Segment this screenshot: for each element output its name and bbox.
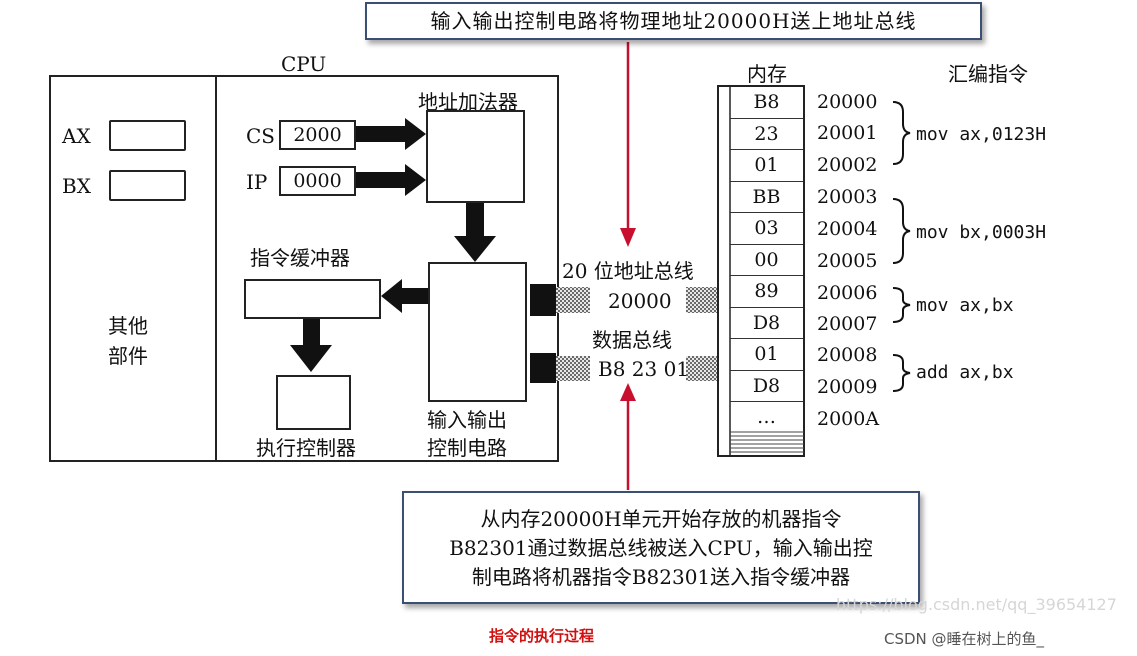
ip-value: 0000 [293, 170, 342, 192]
data-bus-label: 数据总线 [592, 328, 672, 352]
top-callout-text: 输入输出控制电路将物理地址20000H送上地址总线 [430, 9, 917, 33]
watermark-csdn: CSDN @睡在树上的鱼_ [884, 630, 1045, 648]
memory-title: 内存 [747, 62, 787, 86]
memory-cell: 00 [730, 245, 803, 276]
memory-cell: BB [730, 182, 803, 213]
memory-cell: 89 [730, 276, 803, 308]
data-bus-value: B8 23 01 [598, 357, 690, 381]
bottom-callout-line2: B82301通过数据总线被送入CPU，输入输出控 [449, 536, 873, 560]
bottom-callout-line3: 制电路将机器指令B82301送入指令缓冲器 [471, 565, 851, 589]
memory-cell: … [757, 406, 776, 428]
ip-arrow [355, 164, 426, 196]
bottom-callout-line1: 从内存20000H单元开始存放的机器指令 [480, 507, 842, 531]
address-adder-box [426, 110, 525, 203]
figure-caption: 指令的执行过程 [489, 627, 595, 645]
exec-controller-label: 执行控制器 [256, 436, 356, 460]
cs-value-box: 2000 [279, 120, 356, 150]
reg-bx-label: BX [62, 174, 91, 198]
memory-tail-lines [730, 431, 804, 453]
memory-address: 2000A [817, 408, 880, 430]
memory-address: 20006 [817, 282, 878, 304]
reg-ax-box [109, 120, 186, 151]
other-parts-line2: 部件 [108, 344, 148, 368]
cpu-title: CPU [281, 52, 327, 76]
memory-cell: D8 [730, 308, 803, 339]
memory-address: 20005 [817, 250, 878, 272]
other-parts-line1: 其他 [108, 314, 148, 338]
cs-value: 2000 [293, 124, 342, 146]
cs-arrow [355, 118, 426, 150]
io-circuit-box [428, 262, 527, 402]
asm-instruction: mov ax,bx [916, 295, 1014, 316]
asm-instruction: mov ax,0123H [916, 124, 1047, 145]
data-bus-stub [530, 353, 556, 383]
memory-cell: 01 [730, 339, 803, 371]
memory-cell: 01 [730, 150, 803, 182]
top-callout: 输入输出控制电路将物理地址20000H送上地址总线 [365, 2, 982, 40]
memory-address: 20000 [817, 91, 878, 113]
red-arrow-down-head [620, 228, 636, 247]
reg-cs-label: CS [246, 124, 276, 148]
reg-ip-label: IP [246, 170, 268, 194]
asm-instruction: mov bx,0003H [916, 222, 1047, 243]
memory-address: 20008 [817, 344, 878, 366]
memory-cell: D8 [730, 371, 803, 402]
address-bus-value: 20000 [608, 289, 672, 313]
red-arrow-up-head [620, 383, 636, 401]
reg-ax-label: AX [62, 124, 91, 148]
memory-address: 20001 [817, 122, 878, 144]
ip-value-box: 0000 [279, 166, 356, 196]
instruction-buffer-label: 指令缓冲器 [250, 246, 350, 270]
memory-cell: 23 [730, 119, 803, 150]
memory-column [717, 85, 805, 457]
asm-braces [892, 101, 911, 392]
address-bus-stub [530, 284, 556, 316]
reg-bx-box [109, 170, 186, 201]
io-circuit-line1: 输入输出 [427, 408, 507, 432]
adder-to-io-arrow [454, 202, 496, 262]
memory-cell: 03 [730, 213, 803, 245]
exec-controller-box [276, 375, 351, 430]
memory-address: 20003 [817, 186, 878, 208]
memory-address: 20002 [817, 154, 878, 176]
asm-title: 汇编指令 [948, 62, 1028, 86]
watermark-url: https://blog.csdn.net/qq_39654127 [836, 595, 1117, 614]
memory-address: 20007 [817, 313, 878, 335]
address-bus-label: 20 位地址总线 [562, 259, 694, 283]
memory-address: 20009 [817, 376, 878, 398]
memory-cell: B8 [730, 87, 803, 119]
memory-address: 20004 [817, 218, 878, 240]
buffer-to-exec-arrow [290, 318, 332, 372]
instruction-buffer-box [244, 279, 381, 319]
io-to-buffer-arrow [381, 279, 428, 313]
bottom-callout: 从内存20000H单元开始存放的机器指令 B82301通过数据总线被送入CPU，… [402, 491, 920, 604]
cpu-frame [49, 75, 559, 462]
asm-instruction: add ax,bx [916, 362, 1014, 383]
io-circuit-line2: 控制电路 [427, 436, 507, 460]
